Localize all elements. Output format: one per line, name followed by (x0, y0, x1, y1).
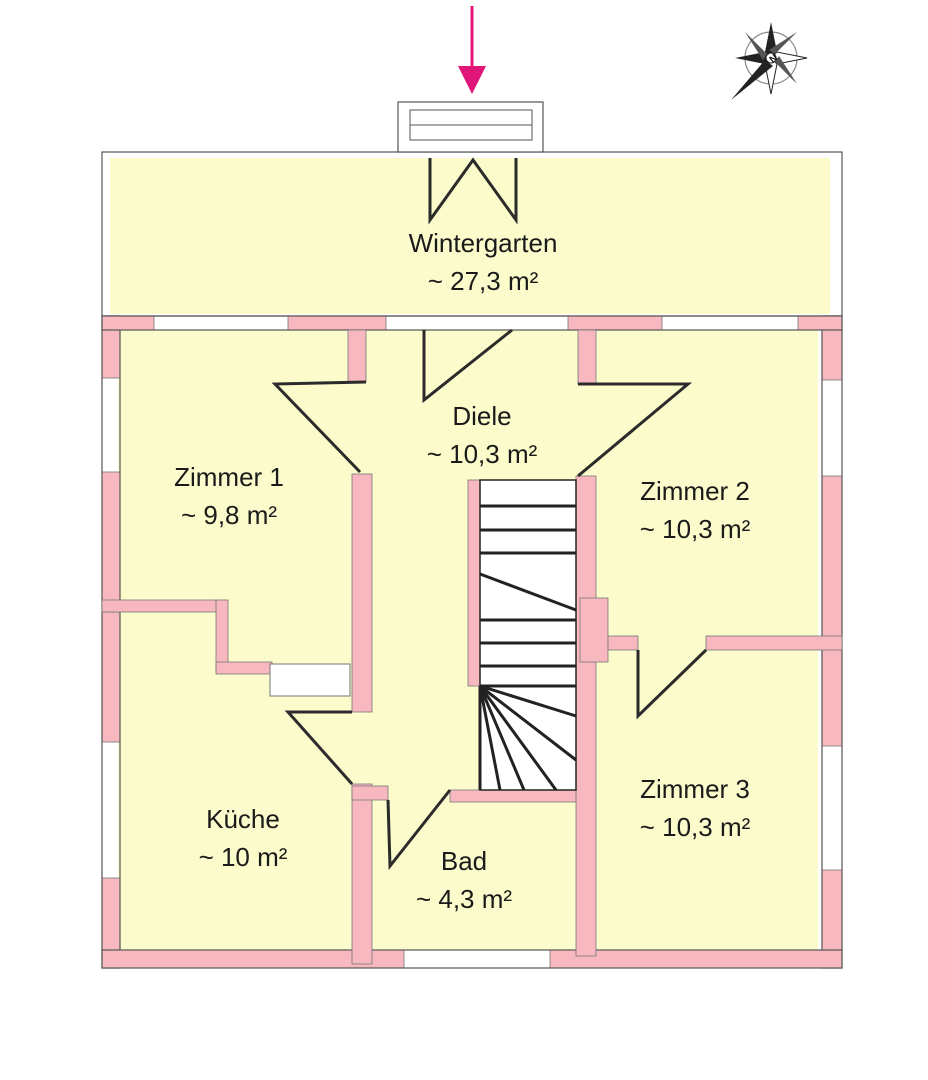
room-name-zimmer3: Zimmer 3 (640, 774, 750, 804)
exterior-walls (101, 151, 843, 969)
room-area-diele: ~ 10,3 m² (427, 439, 538, 469)
door-entrance-swing (428, 157, 518, 225)
room-area-zimmer3: ~ 10,3 m² (640, 812, 751, 842)
room-area-zimmer1: ~ 9,8 m² (181, 500, 277, 530)
room-name-diele: Diele (452, 401, 511, 431)
interior-walls (101, 329, 843, 965)
room-area-wintergarten: ~ 27,3 m² (428, 266, 539, 296)
room-name-zimmer2: Zimmer 2 (640, 476, 750, 506)
door-diele-swing (422, 328, 513, 404)
room-name-bad: Bad (441, 846, 487, 876)
entrance-steps (397, 101, 544, 153)
entrance-arrow-icon (458, 6, 486, 94)
door-swings (271, 157, 708, 871)
compass-rose-icon: N (731, 22, 808, 100)
room-area-kueche: ~ 10 m² (199, 842, 288, 872)
room-name-zimmer1: Zimmer 1 (174, 462, 284, 492)
room-area-bad: ~ 4,3 m² (416, 884, 512, 914)
door-zimmer2-swing (577, 382, 693, 478)
door-kueche-swing (284, 710, 354, 785)
room-area-zimmer2: ~ 10,3 m² (640, 514, 751, 544)
room-name-wintergarten: Wintergarten (409, 228, 558, 258)
door-bad-swing (386, 789, 452, 871)
room-name-kueche: Küche (206, 804, 280, 834)
staircase (478, 479, 577, 791)
room-labels: Wintergarten ~ 27,3 m² Diele ~ 10,3 m² Z… (174, 228, 751, 914)
door-zimmer1-swing (271, 380, 367, 474)
door-zimmer3-swing (636, 648, 708, 720)
